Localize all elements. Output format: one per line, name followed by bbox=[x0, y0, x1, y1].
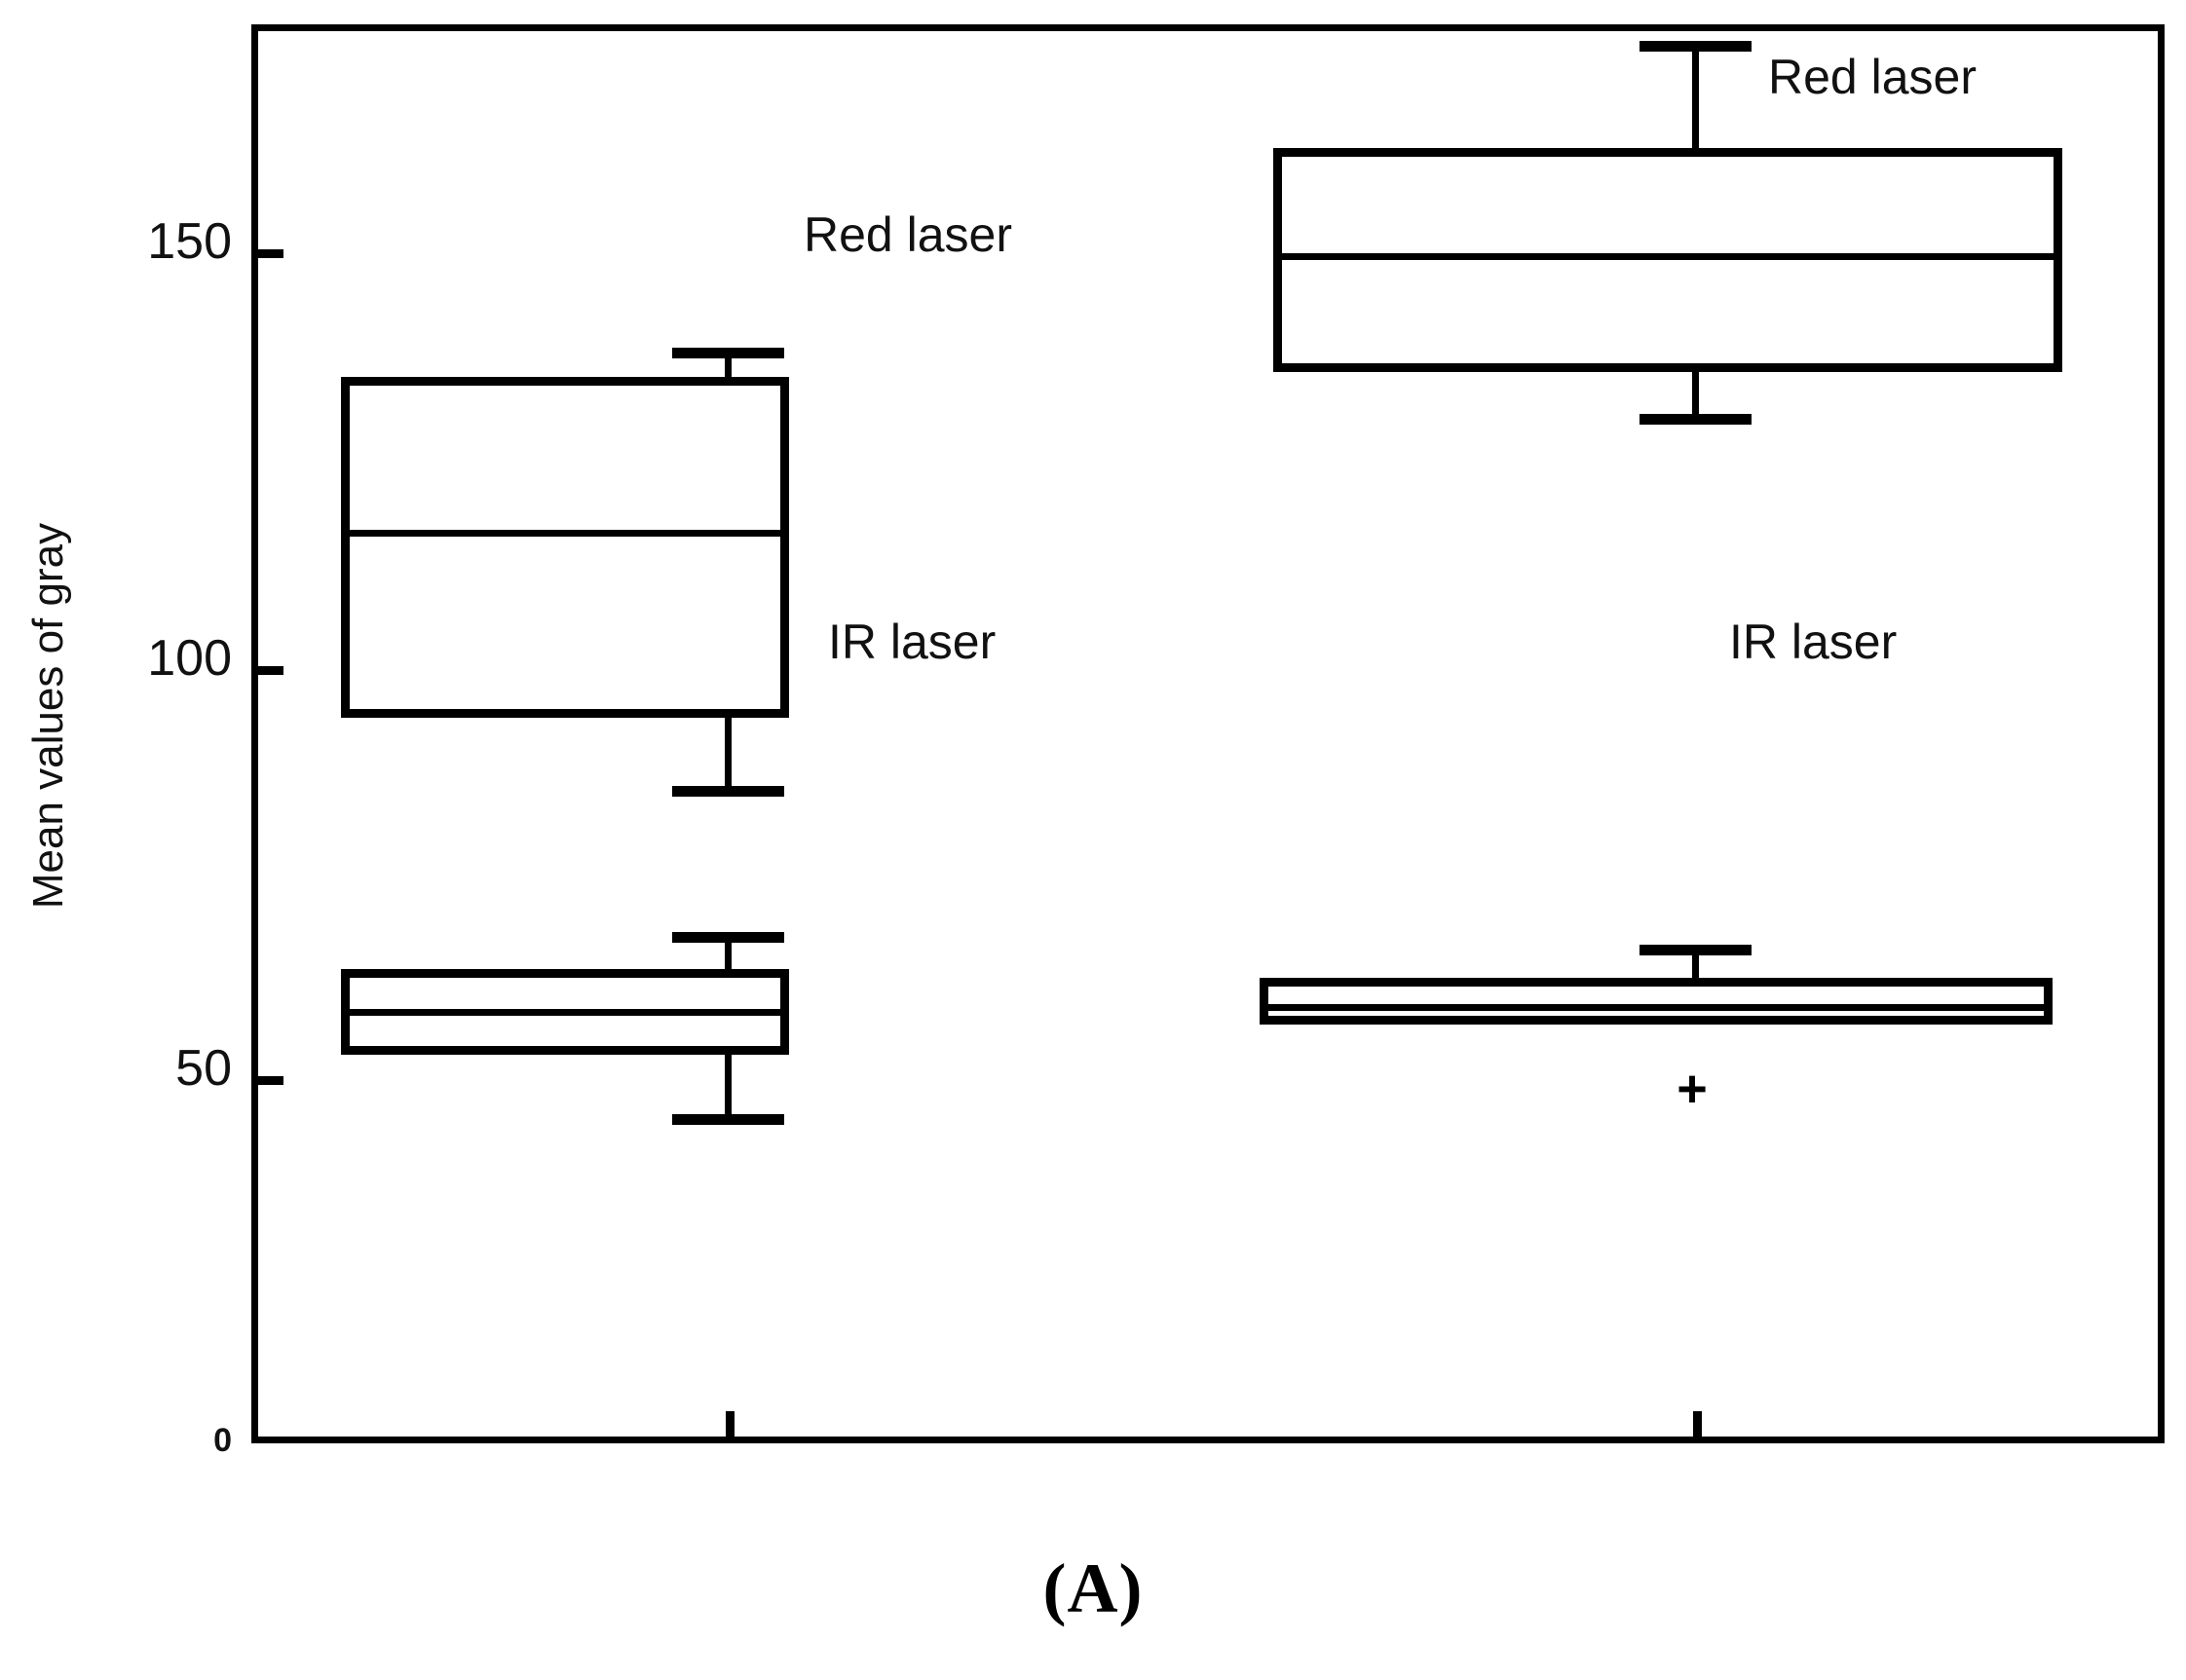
median-line bbox=[341, 1009, 789, 1016]
whisker-line-lower bbox=[725, 713, 732, 791]
median-line bbox=[1260, 1004, 2053, 1011]
series-label-red-laser-right: Red laser bbox=[1768, 50, 1977, 104]
whisker-cap-lower bbox=[672, 1114, 784, 1125]
median-line bbox=[341, 530, 789, 537]
box-rect[interactable] bbox=[341, 377, 789, 718]
x-tick-mark-2 bbox=[1693, 1411, 1702, 1437]
y-tick-label-150: 150 bbox=[147, 213, 232, 270]
whisker-line-upper bbox=[1692, 41, 1699, 151]
outlier-marker: + bbox=[1677, 1060, 1708, 1118]
series-label-ir-laser-left: IR laser bbox=[828, 615, 997, 669]
y-tick-label-0: 0 bbox=[213, 1422, 232, 1459]
whisker-line-upper bbox=[725, 348, 732, 380]
whisker-line-lower bbox=[1692, 367, 1699, 421]
y-tick-mark-150 bbox=[258, 249, 283, 258]
whisker-line-upper bbox=[725, 932, 732, 973]
panel-caption: (A) bbox=[1042, 1549, 1144, 1627]
box-rect[interactable] bbox=[1260, 978, 2053, 1025]
y-tick-label-100: 100 bbox=[147, 630, 232, 687]
median-line bbox=[1273, 253, 2062, 260]
whisker-cap-lower bbox=[672, 786, 784, 797]
whisker-line-lower bbox=[725, 1050, 732, 1120]
y-tick-mark-50 bbox=[258, 1076, 283, 1085]
y-tick-mark-100 bbox=[258, 666, 283, 675]
box-rect[interactable] bbox=[1273, 148, 2062, 372]
series-label-ir-laser-right: IR laser bbox=[1729, 615, 1898, 669]
whisker-line-upper bbox=[1692, 945, 1699, 982]
y-axis-title: Mean values of gray bbox=[24, 522, 72, 910]
plot-area: Red laser IR laser Red laser bbox=[251, 24, 2165, 1443]
y-tick-label-50: 50 bbox=[175, 1040, 232, 1097]
whisker-cap-lower bbox=[1640, 414, 1752, 425]
series-label-red-laser-left: Red laser bbox=[804, 207, 1012, 262]
x-tick-mark-1 bbox=[726, 1411, 735, 1437]
